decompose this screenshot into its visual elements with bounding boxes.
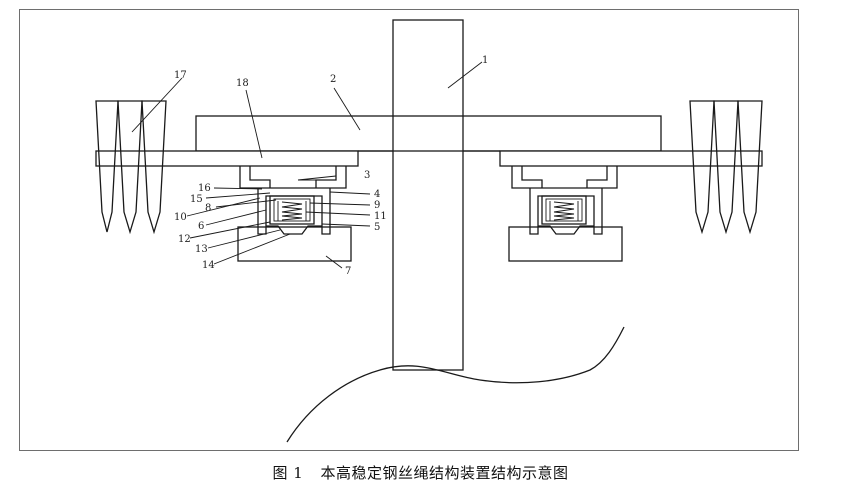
label-13: 13: [195, 244, 208, 255]
figure-caption: 图 1 本高稳定钢丝绳结构装置结构示意图: [0, 462, 841, 483]
central-column: [392, 19, 464, 371]
label-7: 7: [345, 266, 351, 277]
label-9: 9: [374, 200, 380, 211]
label-17: 17: [174, 70, 187, 81]
label-10: 10: [174, 212, 187, 223]
label-8: 8: [205, 203, 211, 214]
label-15: 15: [190, 194, 203, 205]
label-6: 6: [198, 221, 204, 232]
figure-title: 本高稳定钢丝绳结构装置结构示意图: [320, 464, 569, 482]
label-16: 16: [198, 183, 211, 194]
label-5: 5: [374, 222, 380, 233]
label-12: 12: [178, 234, 191, 245]
label-11: 11: [374, 211, 387, 222]
top-plate: [195, 115, 662, 152]
figure-number: 图 1: [272, 464, 304, 482]
right-damper-assembly: [508, 166, 623, 262]
figure-frame: [19, 9, 799, 451]
label-2: 2: [330, 74, 336, 85]
left-spikes: [95, 100, 167, 235]
leader-lines: [131, 61, 483, 269]
left-damper-assembly: [237, 166, 352, 262]
label-4: 4: [374, 189, 380, 200]
label-18: 18: [236, 78, 249, 89]
wire-rope-curve: [286, 326, 625, 443]
part-labels: 1 2 3 4 9 11 5 16 15 8 10 6 12 13 14 7 1…: [174, 55, 488, 277]
horizontal-beam: [95, 150, 763, 167]
label-3: 3: [364, 170, 370, 181]
label-14: 14: [202, 260, 215, 271]
right-spikes: [689, 100, 763, 235]
label-1: 1: [482, 55, 488, 66]
